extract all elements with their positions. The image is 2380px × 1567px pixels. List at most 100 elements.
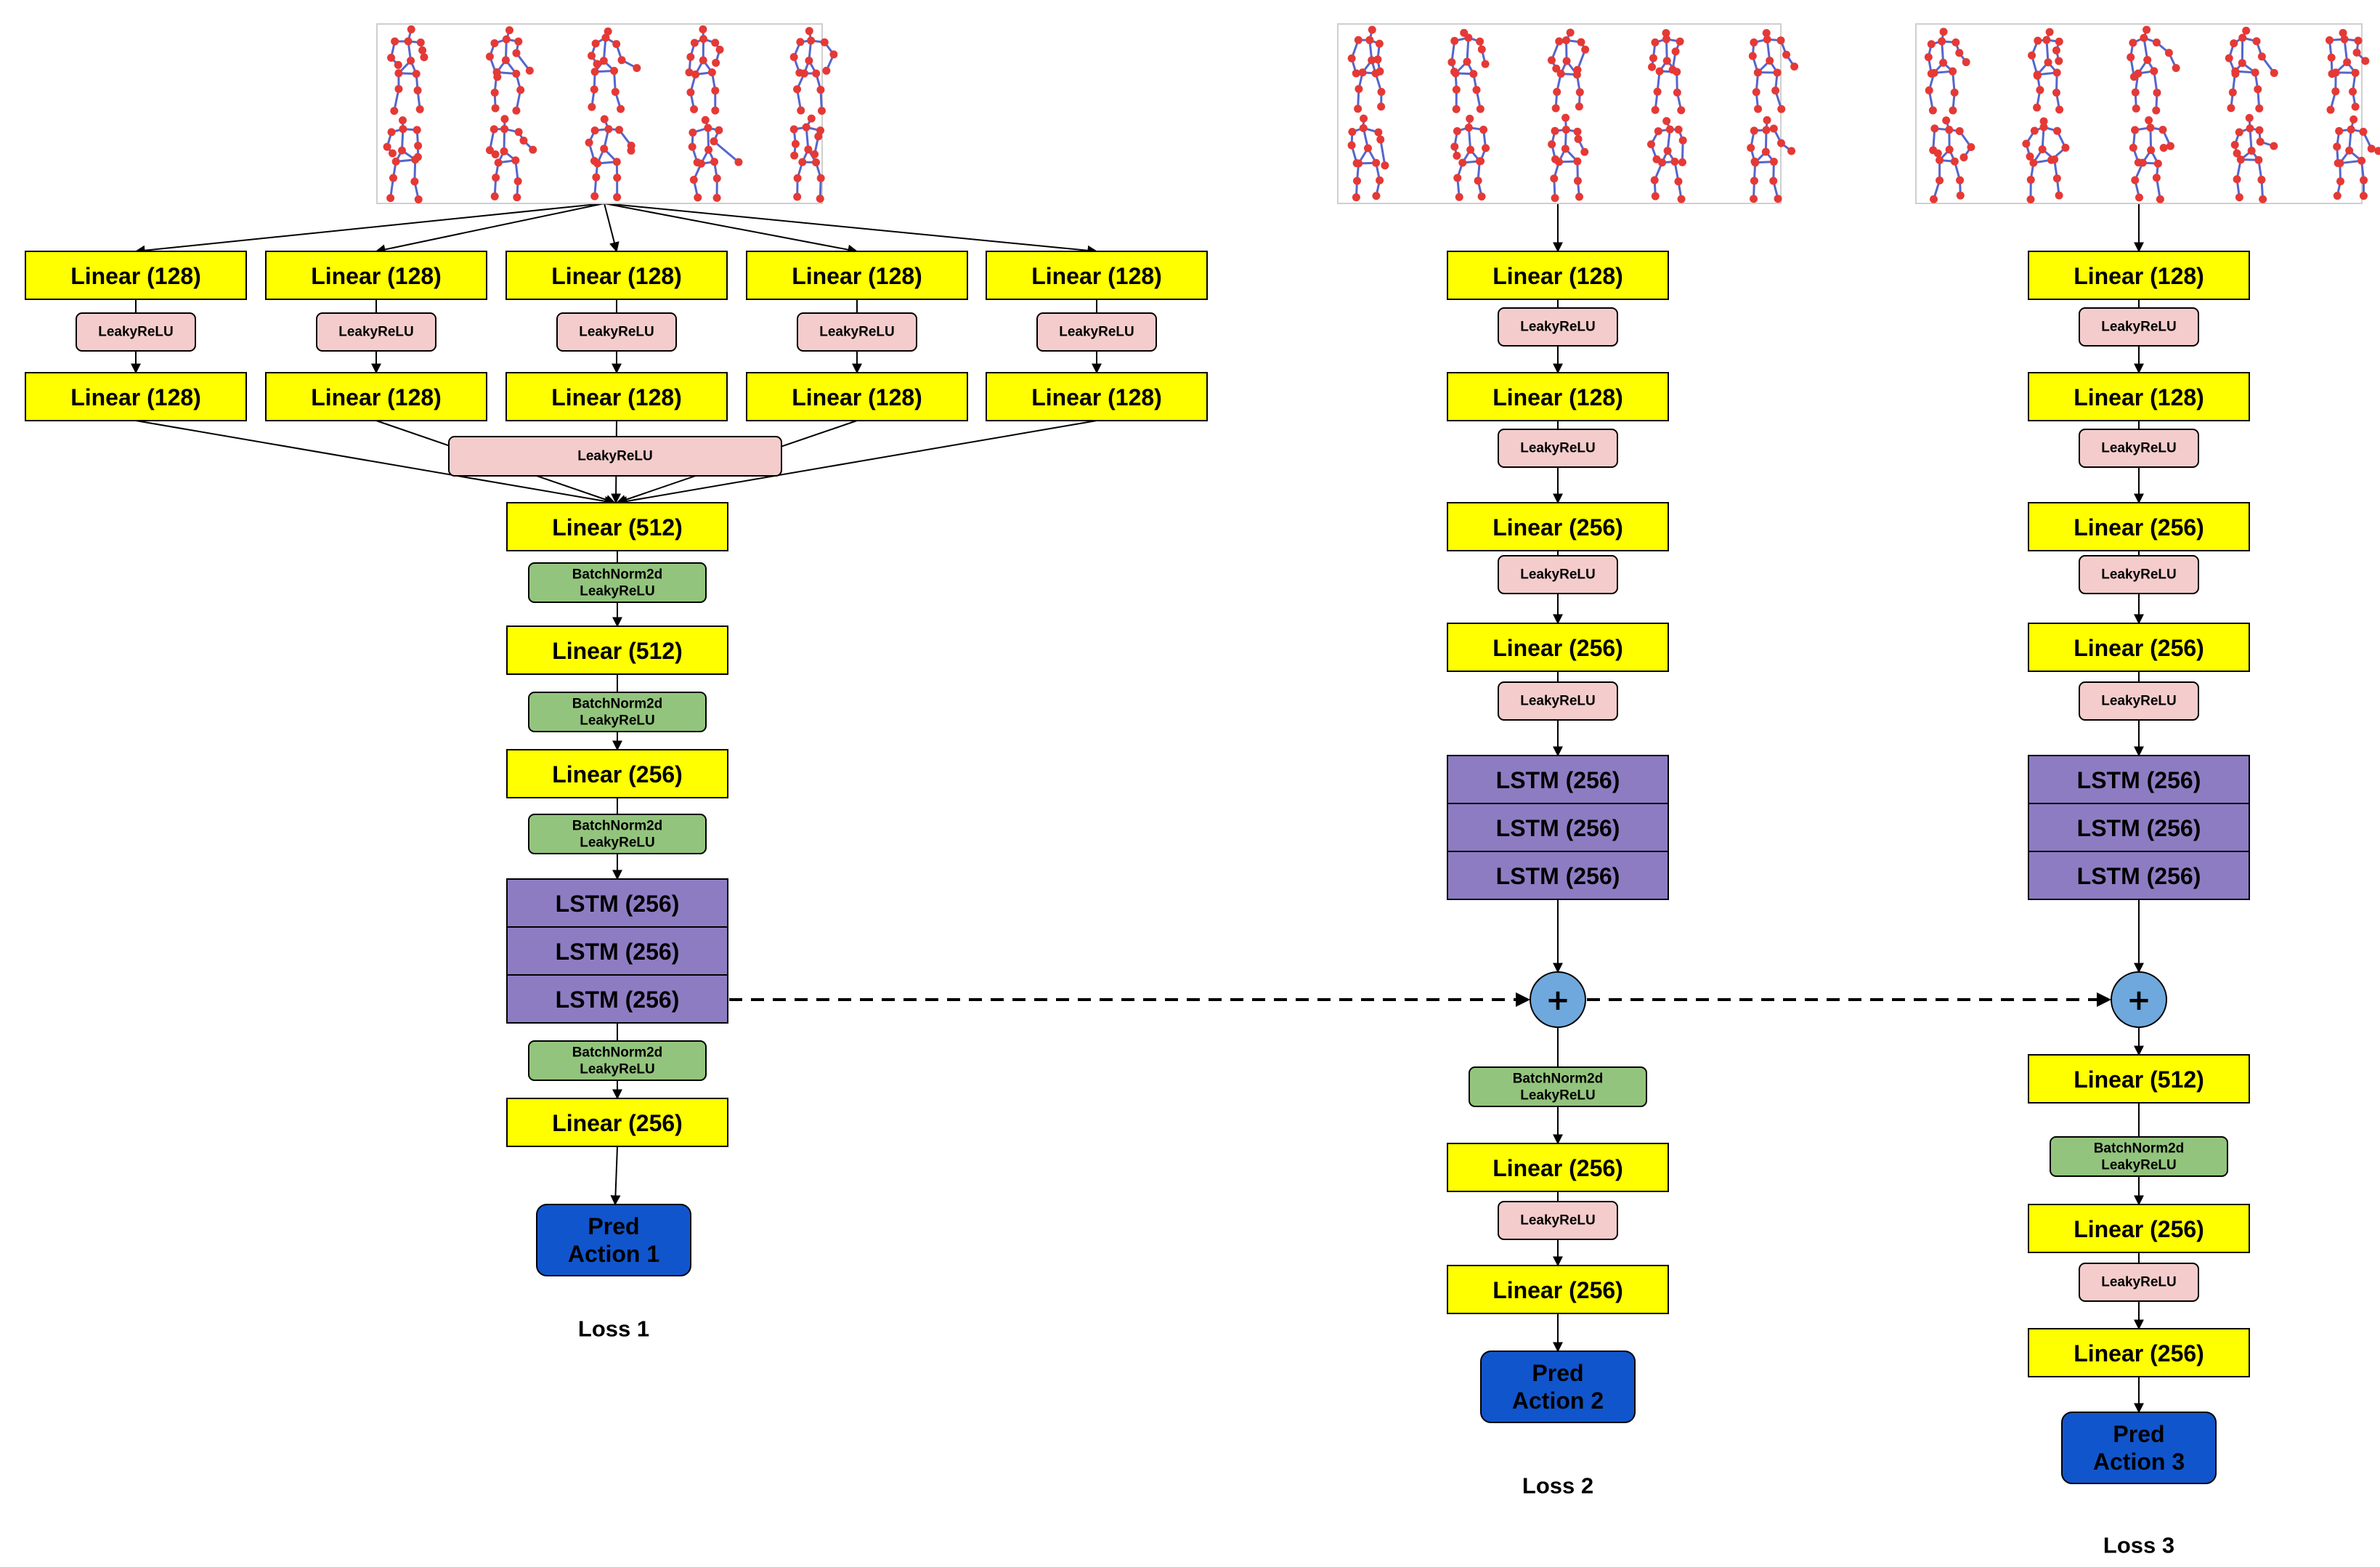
skeleton-joint [1580,147,1589,156]
skeleton-joint [2129,39,2137,47]
skeleton-joint [516,86,525,94]
skeleton-joint [1665,125,1674,134]
skeleton-joint [1377,88,1386,97]
branch-3-batchnorm-label-leakyrelu: LeakyReLU [2101,1158,2177,1173]
skeleton-joint [2336,177,2345,186]
skeleton-joint [1657,158,1666,167]
skeleton-joint [790,151,799,160]
skeleton-sequence-icon [1915,23,2363,204]
skeleton-joint [1566,28,1575,37]
skeleton-joint [704,124,712,132]
skeleton-joint [485,52,494,61]
branch-3-lstm-stack-layer-1-label: LSTM (256) [2077,767,2201,793]
skeleton-joint [1547,56,1556,65]
skeleton-joint [1463,57,1471,66]
branch-2-plus-circle [1530,971,1586,1028]
skeleton-joint [2135,193,2143,202]
skeleton-joint [2052,89,2060,97]
skeleton-joint [1927,40,1936,49]
skeleton-joint [2233,175,2241,184]
branch-1-stream-1-linear-1-label: Linear (128) [70,263,201,289]
skeleton-joint [512,70,521,78]
branch-2-pred-action-box [1480,1351,1636,1423]
branch-2-linear-256-b-box [1447,623,1669,672]
skeleton-joint [1464,33,1473,42]
skeleton-joint [592,173,601,182]
skeleton-joint [2131,176,2140,185]
skeleton-joint [398,116,407,125]
skeleton-joint [1754,68,1763,77]
skeleton-joint [1648,62,1657,71]
branch-3-leakyrelu-5-box [2079,1263,2199,1302]
branch-2-linear-256-d-label: Linear (256) [1492,1277,1623,1303]
skeleton-joint [387,53,396,62]
skeleton-joint [1551,126,1559,135]
skeleton-joint [485,146,494,155]
skeleton-joint [710,158,719,166]
skeleton-joint [793,85,802,94]
branch-1-lstm-stack-layer-3-label: LSTM (256) [556,987,680,1013]
skeleton-joint [590,126,599,135]
skeleton-joint [604,125,613,134]
skeleton-joint [1352,193,1360,202]
branch-3-leakyrelu-3-label: LeakyReLU [2101,567,2177,583]
skeleton-joint [1355,159,1363,168]
branch-3-linear-256-b: Linear (256) [2028,623,2250,672]
skeleton-joint [386,194,395,203]
skeleton-joint [1774,195,1782,203]
skeleton-joint [1354,36,1362,44]
skeleton-joint [1750,38,1758,46]
skeleton-joint [1787,147,1796,155]
skeleton-joint [407,25,415,33]
branch-1-stream-1-leakyrelu: LeakyReLU [76,312,196,352]
branch-2-linear-128-b: Linear (128) [1447,372,1669,421]
branch-3-linear-256-a: Linear (256) [2028,502,2250,551]
branch-3-linear-256-c-label: Linear (256) [2074,1216,2204,1242]
skeleton-joint [691,70,700,79]
branch-1-batchnorm-3-label-leakyrelu: LeakyReLU [580,835,655,851]
skeleton-joint [2150,67,2158,76]
branch-1-stream-5-leakyrelu-label: LeakyReLU [1059,325,1134,340]
skeleton-joint [734,158,743,166]
branch-3-leakyrelu-4-box [2079,681,2199,721]
skeleton-joint [590,68,599,76]
skeleton-joint [2036,86,2044,94]
skeleton-joint [715,45,724,54]
branch-1-stream-1-linear-2-box [25,372,247,421]
branch-1-stream-3-linear-1: Linear (128) [505,251,728,300]
branch-1-stream-1-linear-1-box [25,251,247,300]
skeleton-joint [710,137,718,146]
branch-2-linear-128-b-label: Linear (128) [1492,384,1623,410]
skeleton-joint [2230,140,2239,149]
skeleton-joint [793,193,802,201]
branch-1-fanout-arrow [375,203,605,255]
skeleton-joint [599,57,608,65]
branch-1-lstm-stack: LSTM (256)LSTM (256)LSTM (256) [506,878,728,1024]
skeleton-joint [1936,155,1944,164]
skeleton-joint [1956,176,1965,185]
skeleton-joint [1673,88,1681,97]
skeleton-joint [1762,126,1771,134]
skeleton-joint [2055,57,2063,65]
skeleton-joint [2374,147,2380,155]
skeleton-joint [1769,177,1778,185]
skeleton-joint [1930,68,1938,77]
skeleton-joint [600,145,609,153]
branch-3-linear-256-b-label: Linear (256) [2074,635,2204,661]
skeleton-joint [611,87,620,96]
branch-1-stream-1-leakyrelu-label: LeakyReLU [98,325,174,340]
skeleton-joint [613,193,622,201]
branch-2-leakyrelu-4-box [1498,681,1618,721]
skeleton-joint [1763,116,1771,124]
skeleton-joint [1352,69,1360,78]
branch-3-linear-128-a: Linear (128) [2028,251,2250,300]
branch-1-batchnorm-1-label-leakyrelu: LeakyReLU [580,584,655,599]
skeleton-joint [2336,159,2344,168]
skeleton-joint [2348,87,2357,96]
skeleton-joint [1663,147,1672,155]
branch-1-linear-512-a-label: Linear (512) [552,514,683,540]
skeleton-joint [699,35,708,44]
